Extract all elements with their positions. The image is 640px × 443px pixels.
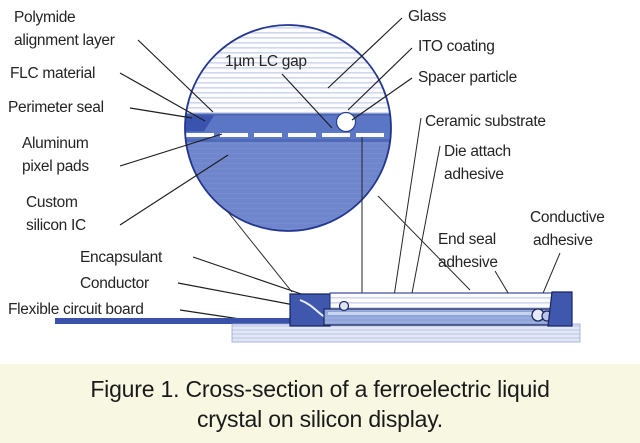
ito-coating-band (185, 113, 391, 116)
diagram-canvas: 1µm LC gap Polymide alignment layer FLC … (8, 8, 605, 343)
die-attach-label-line2: adhesive (444, 166, 504, 183)
ito-leader (347, 47, 413, 111)
end-seal-label-line2: adhesive (438, 254, 498, 271)
flc-leader (119, 72, 206, 122)
ito-coating-label: ITO coating (418, 38, 495, 55)
aluminum-pixel-pads-group (186, 133, 384, 137)
end-seal-label-line1: End seal (438, 231, 496, 248)
conductive-adhesive-leader (540, 252, 561, 299)
conductor-leader (177, 282, 311, 309)
die-attach-label-line1: Die attach (444, 143, 511, 160)
glass-leader (327, 17, 403, 89)
conductive-adhesive-label-line1: Conductive (530, 209, 605, 226)
lc-gap-leader (281, 73, 333, 129)
figure-caption: Figure 1. Cross-section of a ferroelectr… (0, 364, 640, 443)
glass-label: Glass (408, 8, 447, 25)
spacer-particle-label: Spacer particle (418, 69, 517, 86)
silicon-die-bar (323, 308, 555, 326)
custom-silicon-label-line1: Custom (26, 194, 78, 211)
encapsulant-leader (192, 256, 311, 298)
polymide-leader (137, 39, 214, 113)
polymide-label-line1: Polymide (14, 9, 75, 26)
cross-section-diagram: 1µm LC gap Polymide alignment layer FLC … (8, 8, 605, 343)
perimeter-seal-leader (129, 107, 193, 119)
encapsulant-label: Encapsulant (80, 249, 163, 266)
inset-tangent-left (227, 211, 293, 293)
inset-tangent-right (377, 195, 471, 291)
aluminum-pads-label-line2: pixel pads (22, 158, 89, 175)
caption-line-2: crystal on silicon display. (197, 405, 443, 432)
spacer-particle-shape (335, 111, 357, 133)
pad-underline (185, 139, 391, 142)
flexible-circuit-board-bar (55, 318, 320, 324)
inset-circle-outline (184, 24, 392, 232)
aluminum-pads-leader (119, 133, 223, 167)
encapsulant-block (289, 293, 331, 327)
conductor-label: Conductor (80, 275, 149, 292)
lc-gap-band (185, 115, 391, 132)
caption-line-1: Figure 1. Cross-section of a ferroelectr… (90, 375, 550, 402)
custom-silicon-ic-fill (185, 142, 391, 231)
die-attach-adhesive-line (328, 312, 550, 315)
conductive-adhesive-block (547, 291, 573, 327)
custom-silicon-leader (119, 154, 229, 226)
end-seal-adhesive-left (338, 300, 350, 312)
cover-glass-bar (329, 292, 553, 310)
custom-silicon-label-line2: silicon IC (26, 217, 86, 234)
ceramic-substrate-label: Ceramic substrate (425, 113, 546, 130)
device-assembly (55, 291, 581, 343)
ceramic-substrate-slab (231, 323, 581, 343)
aluminum-pads-label-line1: Aluminum (22, 135, 89, 152)
spacer-leader (351, 77, 413, 121)
flexible-circuit-board-label: Flexible circuit board (8, 301, 144, 318)
lc-gap-label: 1µm LC gap (225, 53, 307, 70)
polymide-label-line2: alignment layer (14, 32, 115, 49)
conductive-adhesive-label-line2: adhesive (533, 232, 593, 249)
perimeter-seal-region (185, 115, 214, 132)
perimeter-seal-label: Perimeter seal (8, 99, 104, 116)
flc-material-label: FLC material (10, 65, 95, 82)
